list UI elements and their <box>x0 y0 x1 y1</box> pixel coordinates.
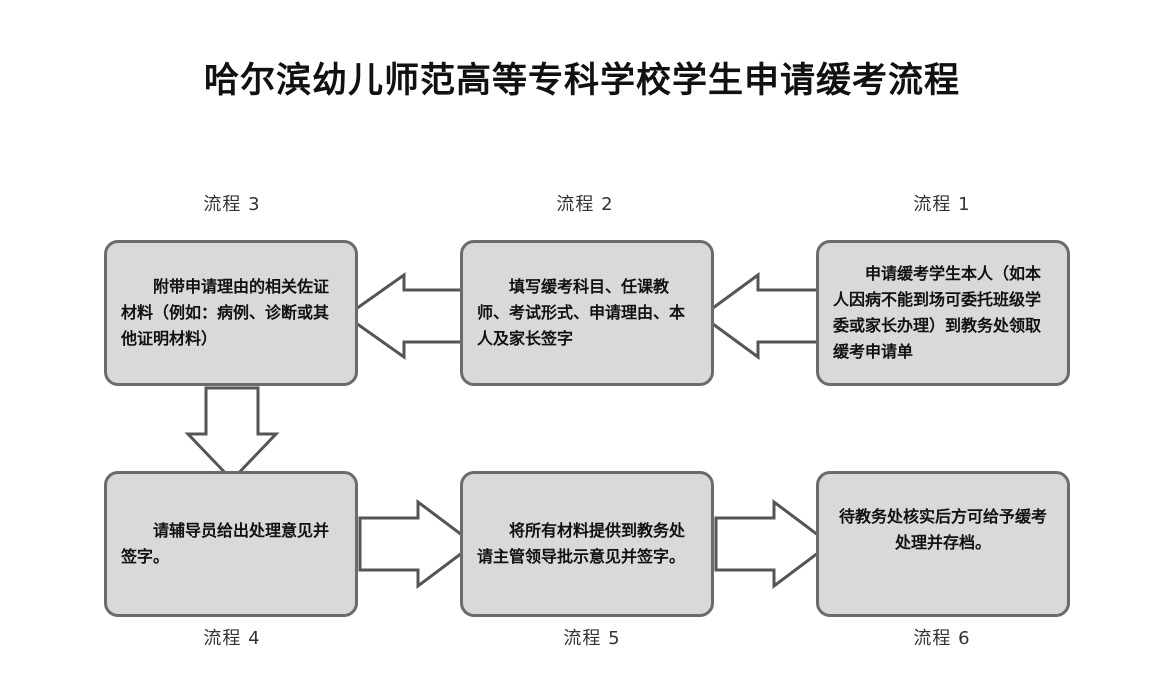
arrow-left-1-to-2 <box>699 272 820 360</box>
step-2-label: 流程 2 <box>556 194 614 215</box>
step-2-text: 填写缓考科目、任课教师、考试形式、申请理由、本人及家长签字 <box>477 277 686 348</box>
step-3-text: 附带申请理由的相关佐证材料（例如：病例、诊断或其他证明材料） <box>121 277 330 348</box>
arrow-right-5-to-6 <box>714 499 833 589</box>
step-2-box: 填写缓考科目、任课教师、考试形式、申请理由、本人及家长签字 <box>460 240 714 386</box>
step-3-label: 流程 3 <box>203 194 261 215</box>
step-1-text: 申请缓考学生本人（如本人因病不能到场可委托班级学委或家长办理）到教务处领取缓考申… <box>833 264 1042 361</box>
step-5-text: 将所有材料提供到教务处请主管领导批示意见并签字。 <box>477 521 686 566</box>
step-4-label: 流程 4 <box>203 628 261 649</box>
arrow-down-3-to-4 <box>184 386 280 483</box>
step-5-box: 将所有材料提供到教务处请主管领导批示意见并签字。 <box>460 471 714 617</box>
step-6-text: 待教务处核实后方可给予缓考处理并存档。 <box>838 507 1047 552</box>
step-1-box: 申请缓考学生本人（如本人因病不能到场可委托班级学委或家长办理）到教务处领取缓考申… <box>816 240 1070 386</box>
step-4-box: 请辅导员给出处理意见并签字。 <box>104 471 358 617</box>
step-6-box: 待教务处核实后方可给予缓考处理并存档。 <box>816 471 1070 617</box>
arrow-left-2-to-3 <box>343 272 464 360</box>
step-6-label: 流程 6 <box>913 628 971 649</box>
step-5-label: 流程 5 <box>563 628 621 649</box>
step-1-label: 流程 1 <box>913 194 971 215</box>
step-3-box: 附带申请理由的相关佐证材料（例如：病例、诊断或其他证明材料） <box>104 240 358 386</box>
page-title: 哈尔滨幼儿师范高等专科学校学生申请缓考流程 <box>203 61 960 101</box>
step-4-text: 请辅导员给出处理意见并签字。 <box>121 521 330 566</box>
arrow-right-4-to-5 <box>358 499 477 589</box>
